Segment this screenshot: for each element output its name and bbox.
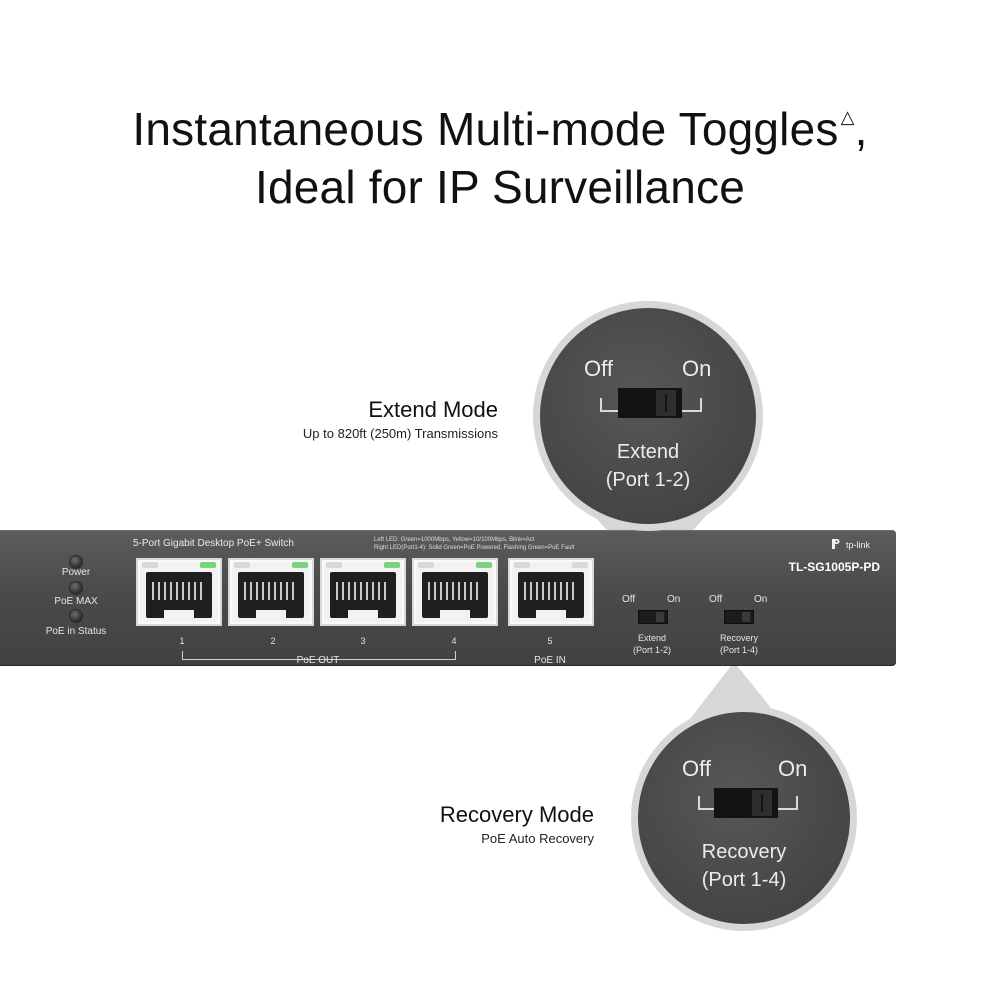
extend-caption-line-2: (Port 1-2) xyxy=(632,645,671,655)
port-number-3: 3 xyxy=(360,636,366,646)
port-led-right xyxy=(292,562,308,568)
zoom-extend-caption-1: Extend xyxy=(616,441,680,463)
poe-out-bracket xyxy=(182,651,456,660)
zoom-recovery-on: On xyxy=(778,756,808,781)
zoom-recovery-off: Off xyxy=(682,756,711,781)
recovery-subtitle: PoE Auto Recovery xyxy=(481,831,594,846)
port-pins xyxy=(152,582,206,600)
recovery-toggle-switch[interactable] xyxy=(724,610,754,624)
port-led-left xyxy=(326,562,342,568)
ethernet-port-3[interactable] xyxy=(320,558,406,626)
recovery-switch-caption: Recovery (Port 1-4) xyxy=(699,632,779,656)
zoom-extend-knob xyxy=(656,390,676,416)
extend-toggle-switch[interactable] xyxy=(638,610,668,624)
led-legend-line-1: Left LED: Green=1000Mbps, Yellow=10/100M… xyxy=(374,537,535,543)
extend-on-label: On xyxy=(667,594,681,605)
extend-zoom-bubble: Off On Extend (Port 1-2) xyxy=(540,308,756,524)
ethernet-port-1[interactable] xyxy=(136,558,222,626)
poe-max-led-label: PoE MAX xyxy=(54,596,98,607)
port-pins xyxy=(244,582,298,600)
product-line: 5-Port Gigabit Desktop PoE+ Switch xyxy=(133,538,294,549)
recovery-caption-line-1: Recovery xyxy=(719,633,758,643)
port-number-4: 4 xyxy=(451,636,457,646)
extend-callout: Extend Mode Up to 820ft (250m) Transmiss… xyxy=(240,396,498,444)
port-led-left xyxy=(514,562,530,568)
port-led-right xyxy=(476,562,492,568)
power-led-label: Power xyxy=(61,567,91,578)
zoom-extend-caption-2: (Port 1-2) xyxy=(605,469,691,491)
ethernet-port-4[interactable] xyxy=(412,558,498,626)
toggle-knob xyxy=(742,612,750,622)
poe-in-label: PoE IN xyxy=(534,655,566,666)
port-led-left xyxy=(142,562,158,568)
poe-in-status-led-label: PoE in Status xyxy=(45,626,107,637)
toggle-knob xyxy=(656,612,664,622)
power-led xyxy=(70,556,82,568)
switch-device: 5-Port Gigabit Desktop PoE+ Switch Left … xyxy=(0,530,896,666)
headline-line-1-text: Instantaneous Multi-mode Toggles xyxy=(132,103,839,155)
port-led-left xyxy=(234,562,250,568)
port-number-5: 5 xyxy=(547,636,553,646)
headline-line-2: Ideal for IP Surveillance xyxy=(255,161,745,213)
led-legend: Left LED: Green=1000Mbps, Yellow=10/100M… xyxy=(374,536,574,552)
zoom-extend-switch xyxy=(618,388,682,418)
port-led-right xyxy=(572,562,588,568)
port-number-2: 2 xyxy=(270,636,276,646)
recovery-caption-line-2: (Port 1-4) xyxy=(719,645,758,655)
zoom-extend-caption: Extend (Port 1-2) xyxy=(558,438,738,494)
tp-link-logo-icon xyxy=(832,539,840,549)
headline: Instantaneous Multi-mode Toggles△, Ideal… xyxy=(0,88,1000,216)
footnote-mark: △ xyxy=(840,107,855,127)
port-led-left xyxy=(418,562,434,568)
zoom-extend-off: Off xyxy=(584,356,613,381)
poe-out-label: PoE OUT xyxy=(296,655,340,666)
extend-title: Extend Mode xyxy=(368,397,498,422)
port-pins xyxy=(524,582,578,600)
recovery-off-label: Off xyxy=(709,594,723,605)
port-led-right xyxy=(200,562,216,568)
ethernet-port-2[interactable] xyxy=(228,558,314,626)
headline-line-1: Instantaneous Multi-mode Toggles△, xyxy=(0,88,1000,158)
extend-off-label: Off xyxy=(622,594,636,605)
recovery-on-label: On xyxy=(754,594,768,605)
port-pins xyxy=(428,582,482,600)
extend-subtitle: Up to 820ft (250m) Transmissions xyxy=(302,426,498,441)
led-legend-line-2: Right LED(Port1-4): Solid Green=PoE Powe… xyxy=(374,545,575,551)
poe-in-status-led xyxy=(70,610,82,622)
zoom-recovery-caption: Recovery (Port 1-4) xyxy=(654,838,834,894)
extend-caption-line-1: Extend xyxy=(637,633,667,643)
model-number: TL-SG1005P-PD xyxy=(788,560,880,574)
zoom-recovery-caption-1: Recovery xyxy=(701,841,787,863)
ethernet-port-5[interactable] xyxy=(508,558,594,626)
zoom-extend-on: On xyxy=(682,356,712,381)
zoom-recovery-caption-2: (Port 1-4) xyxy=(701,869,787,891)
headline-comma: , xyxy=(854,103,868,155)
recovery-zoom-bubble: Off On Recovery (Port 1-4) xyxy=(638,712,850,924)
zoom-recovery-switch xyxy=(714,788,778,818)
recovery-callout: Recovery Mode PoE Auto Recovery xyxy=(330,801,594,849)
brand-name: tp-link xyxy=(845,540,870,550)
port-pins xyxy=(336,582,390,600)
zoom-recovery-knob xyxy=(752,790,772,816)
poe-max-led xyxy=(70,582,82,594)
extend-switch-caption: Extend (Port 1-2) xyxy=(612,632,692,656)
port-led-right xyxy=(384,562,400,568)
recovery-title: Recovery Mode xyxy=(439,802,594,827)
port-number-1: 1 xyxy=(179,636,185,646)
